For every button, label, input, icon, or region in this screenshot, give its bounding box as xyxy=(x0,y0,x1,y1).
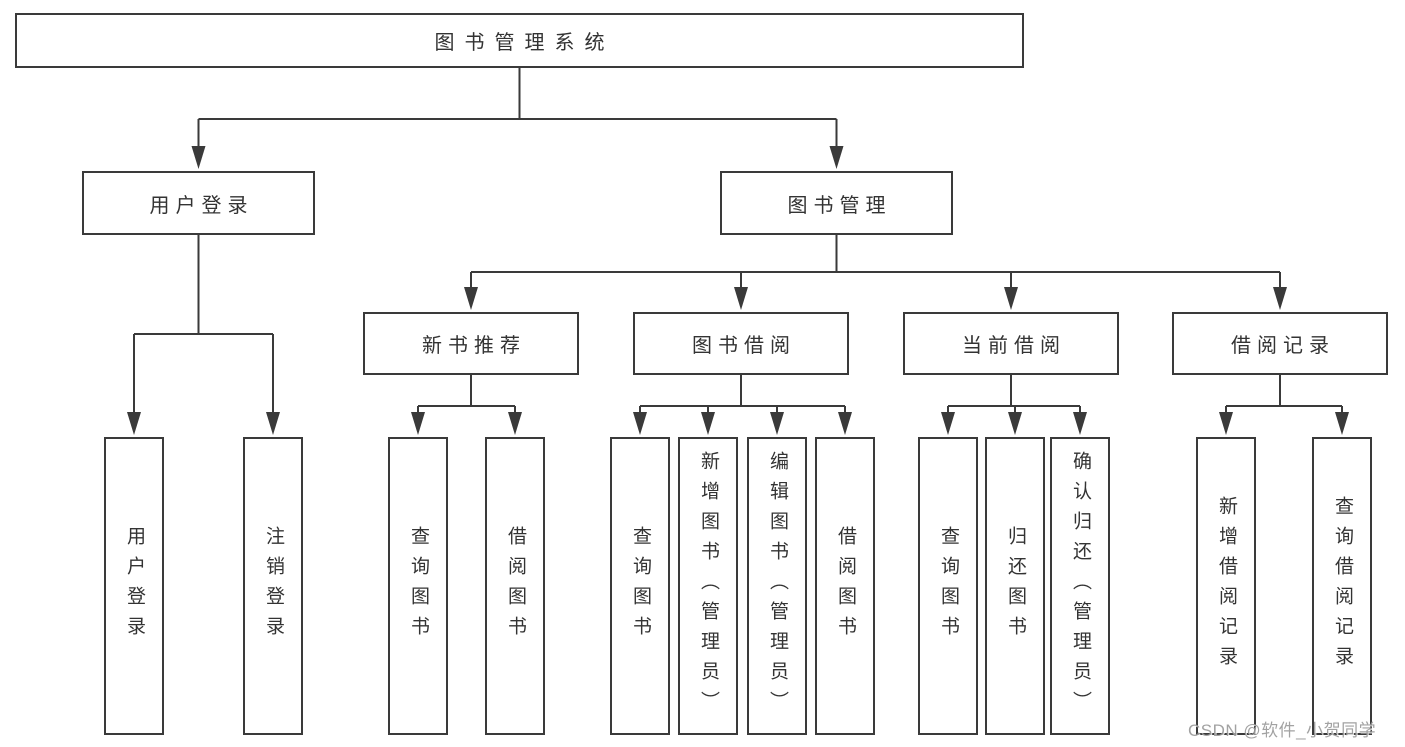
csdn-watermark: CSDN @软件_小贺同学 xyxy=(1188,721,1377,740)
connector-book-management-children xyxy=(464,235,1287,310)
leaf-query-borrow-record: 查询借阅记录 xyxy=(1312,437,1372,735)
leaf-borrow-books: 借阅图书 xyxy=(815,437,875,735)
node-user-login: 用户登录 xyxy=(82,171,315,235)
leaf-query-books-current: 查询图书 xyxy=(918,437,978,735)
arrow-down-icon xyxy=(411,412,425,435)
node-root-library-system: 图书管理系统 xyxy=(15,13,1024,68)
arrow-down-icon xyxy=(1008,412,1022,435)
arrow-down-icon xyxy=(701,412,715,435)
connector-user-login-children xyxy=(127,235,280,435)
connector-borrowing-records-children xyxy=(1219,375,1349,435)
arrow-down-icon xyxy=(266,412,280,435)
leaf-confirm-return-admin: 确认归还（管理员） xyxy=(1050,437,1110,735)
arrow-down-icon xyxy=(1335,412,1349,435)
leaf-return-books: 归还图书 xyxy=(985,437,1045,735)
leaf-query-books-borrowing: 查询图书 xyxy=(610,437,670,735)
leaf-logout: 注销登录 xyxy=(243,437,303,735)
connector-root-to-level2 xyxy=(191,68,844,169)
node-borrowing-records: 借阅记录 xyxy=(1172,312,1388,375)
arrow-down-icon xyxy=(734,287,748,310)
connector-current-borrowing-children xyxy=(941,375,1087,435)
arrow-down-icon xyxy=(633,412,647,435)
leaf-add-borrow-record: 新增借阅记录 xyxy=(1196,437,1256,735)
leaf-user-login: 用户登录 xyxy=(104,437,164,735)
arrow-down-icon xyxy=(829,146,844,169)
arrow-down-icon xyxy=(191,146,206,169)
node-new-book-recommend: 新书推荐 xyxy=(363,312,579,375)
arrow-down-icon xyxy=(838,412,852,435)
arrow-down-icon xyxy=(1219,412,1233,435)
leaf-add-books-admin: 新增图书（管理员） xyxy=(678,437,738,735)
connector-book-borrowing-children xyxy=(633,375,852,435)
connector-new-book-recommend-children xyxy=(411,375,522,435)
leaf-query-books-recommend: 查询图书 xyxy=(388,437,448,735)
arrow-down-icon xyxy=(464,287,478,310)
leaf-borrow-books-recommend: 借阅图书 xyxy=(485,437,545,735)
arrow-down-icon xyxy=(508,412,522,435)
arrow-down-icon xyxy=(770,412,784,435)
arrow-down-icon xyxy=(1273,287,1287,310)
arrow-down-icon xyxy=(127,412,141,435)
node-book-borrowing: 图书借阅 xyxy=(633,312,849,375)
arrow-down-icon xyxy=(1004,287,1018,310)
node-book-management: 图书管理 xyxy=(720,171,953,235)
node-current-borrowing: 当前借阅 xyxy=(903,312,1119,375)
arrow-down-icon xyxy=(941,412,955,435)
arrow-down-icon xyxy=(1073,412,1087,435)
leaf-edit-books-admin: 编辑图书（管理员） xyxy=(747,437,807,735)
